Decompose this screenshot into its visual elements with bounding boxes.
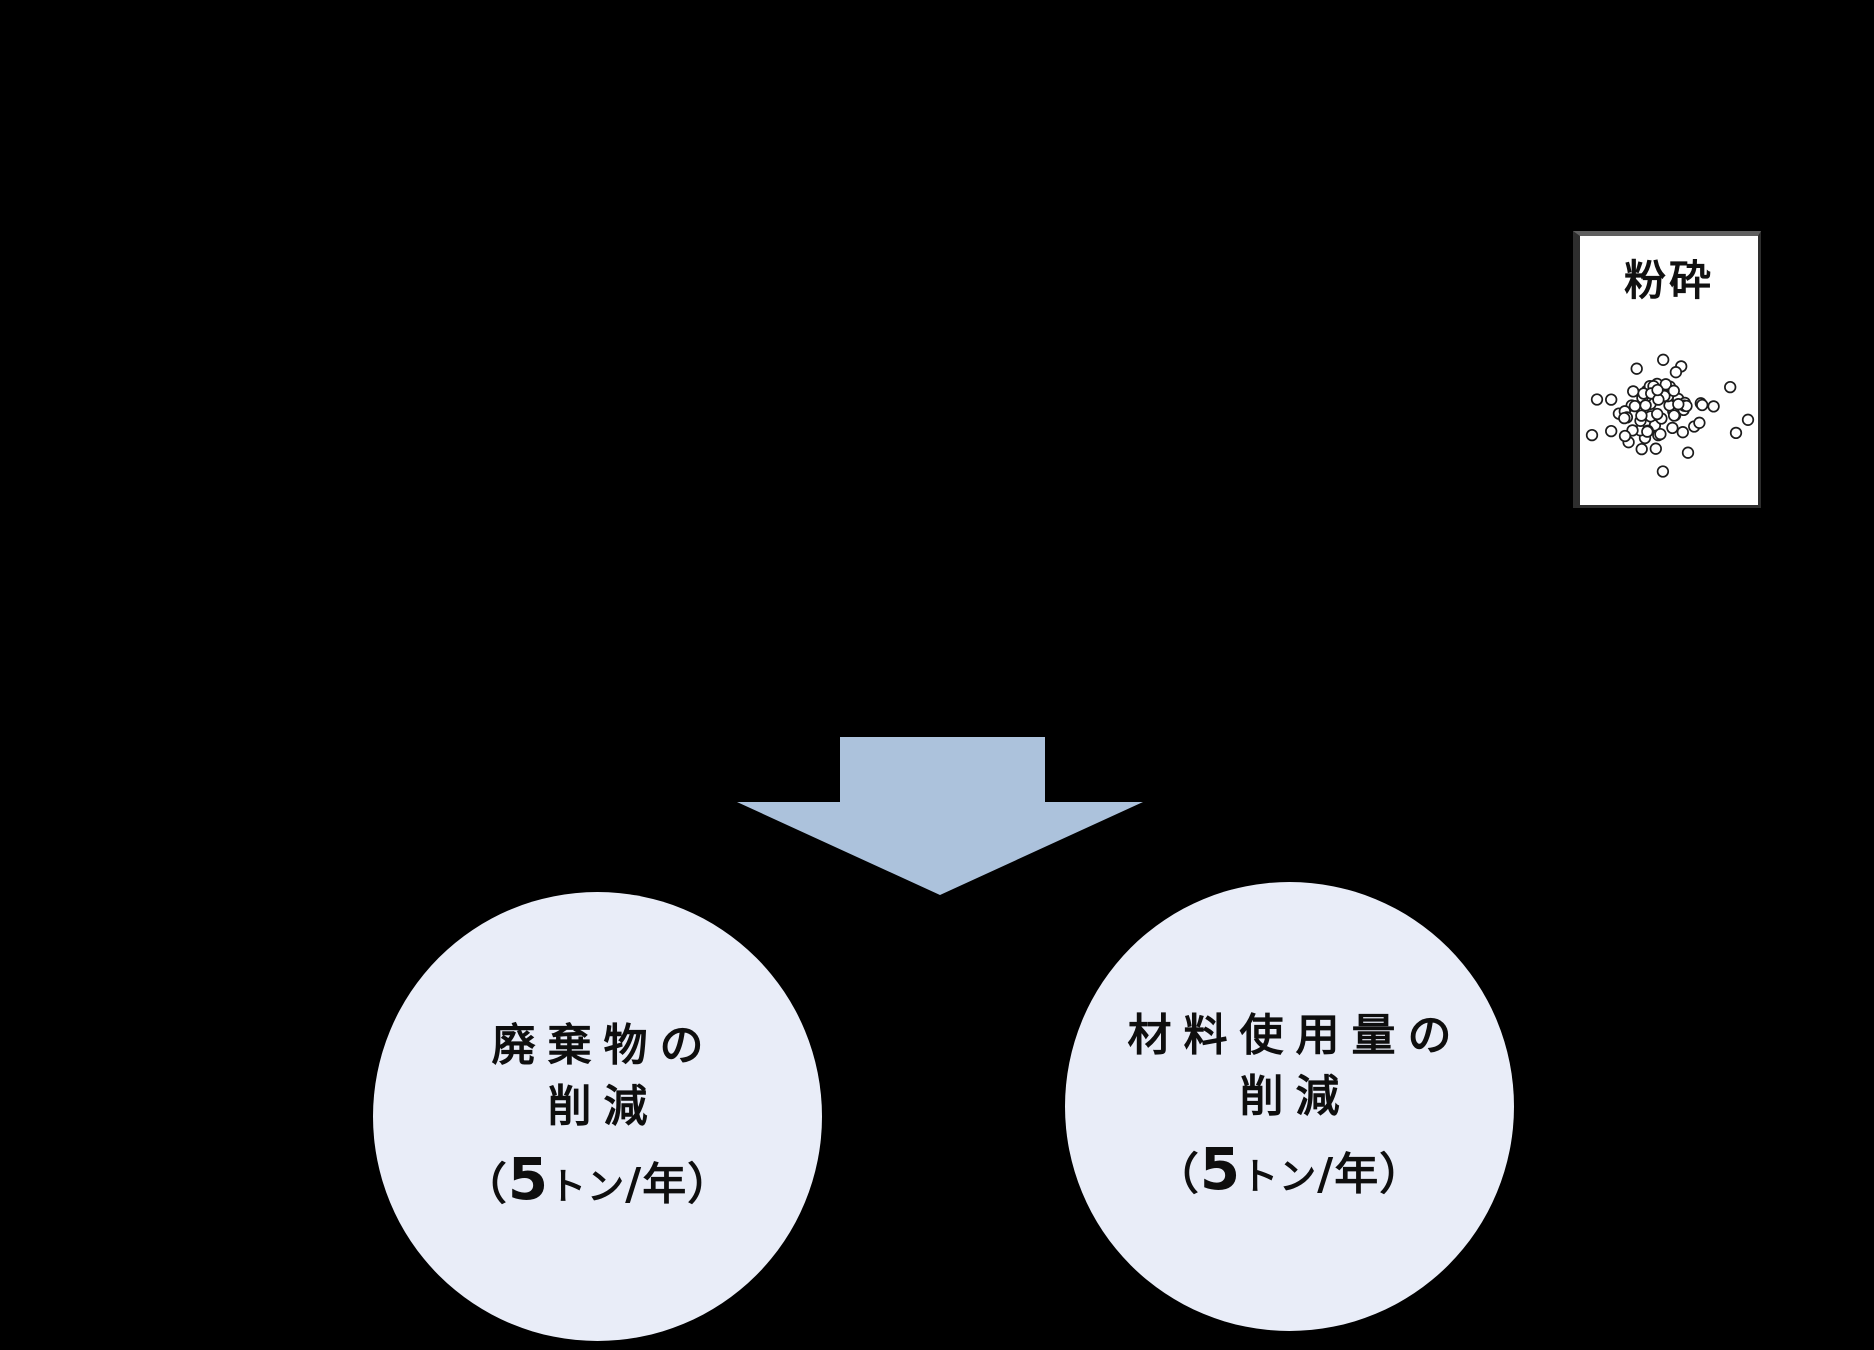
down-arrow-icon [737, 737, 1143, 895]
waste-reduction-line2: 削減 [547, 1081, 660, 1132]
material-reduction-line1: 材料使用量の [1127, 1010, 1464, 1061]
material-reduction-text: 材料使用量の 削減 （5トン/年） [1116, 1005, 1464, 1208]
amount-unit: トン [1241, 1155, 1318, 1198]
amount-per: /年 [625, 1159, 688, 1210]
paren-close: ） [687, 1159, 733, 1210]
material-reduction-amount: （5トン/年） [1116, 1140, 1464, 1208]
amount-unit: トン [549, 1165, 626, 1208]
amount-value: 5 [1199, 1135, 1242, 1203]
amount-value: 5 [507, 1145, 550, 1213]
amount-per: /年 [1317, 1149, 1380, 1200]
paren-open: （ [462, 1159, 508, 1210]
particle-scatter-icon [1585, 353, 1755, 478]
crush-box: 粉砕 [1573, 231, 1761, 508]
waste-reduction-amount: （5トン/年） [463, 1150, 732, 1218]
waste-reduction-circle: 廃棄物の 削減 （5トン/年） [373, 892, 822, 1341]
paren-open: （ [1154, 1149, 1200, 1200]
waste-reduction-text: 廃棄物の 削減 （5トン/年） [463, 1015, 732, 1218]
material-reduction-circle: 材料使用量の 削減 （5トン/年） [1065, 882, 1514, 1331]
waste-reduction-line1: 廃棄物の [491, 1020, 716, 1071]
paren-close: ） [1379, 1149, 1425, 1200]
crush-box-label: 粉砕 [1623, 256, 1714, 305]
material-reduction-line2: 削減 [1239, 1071, 1352, 1122]
